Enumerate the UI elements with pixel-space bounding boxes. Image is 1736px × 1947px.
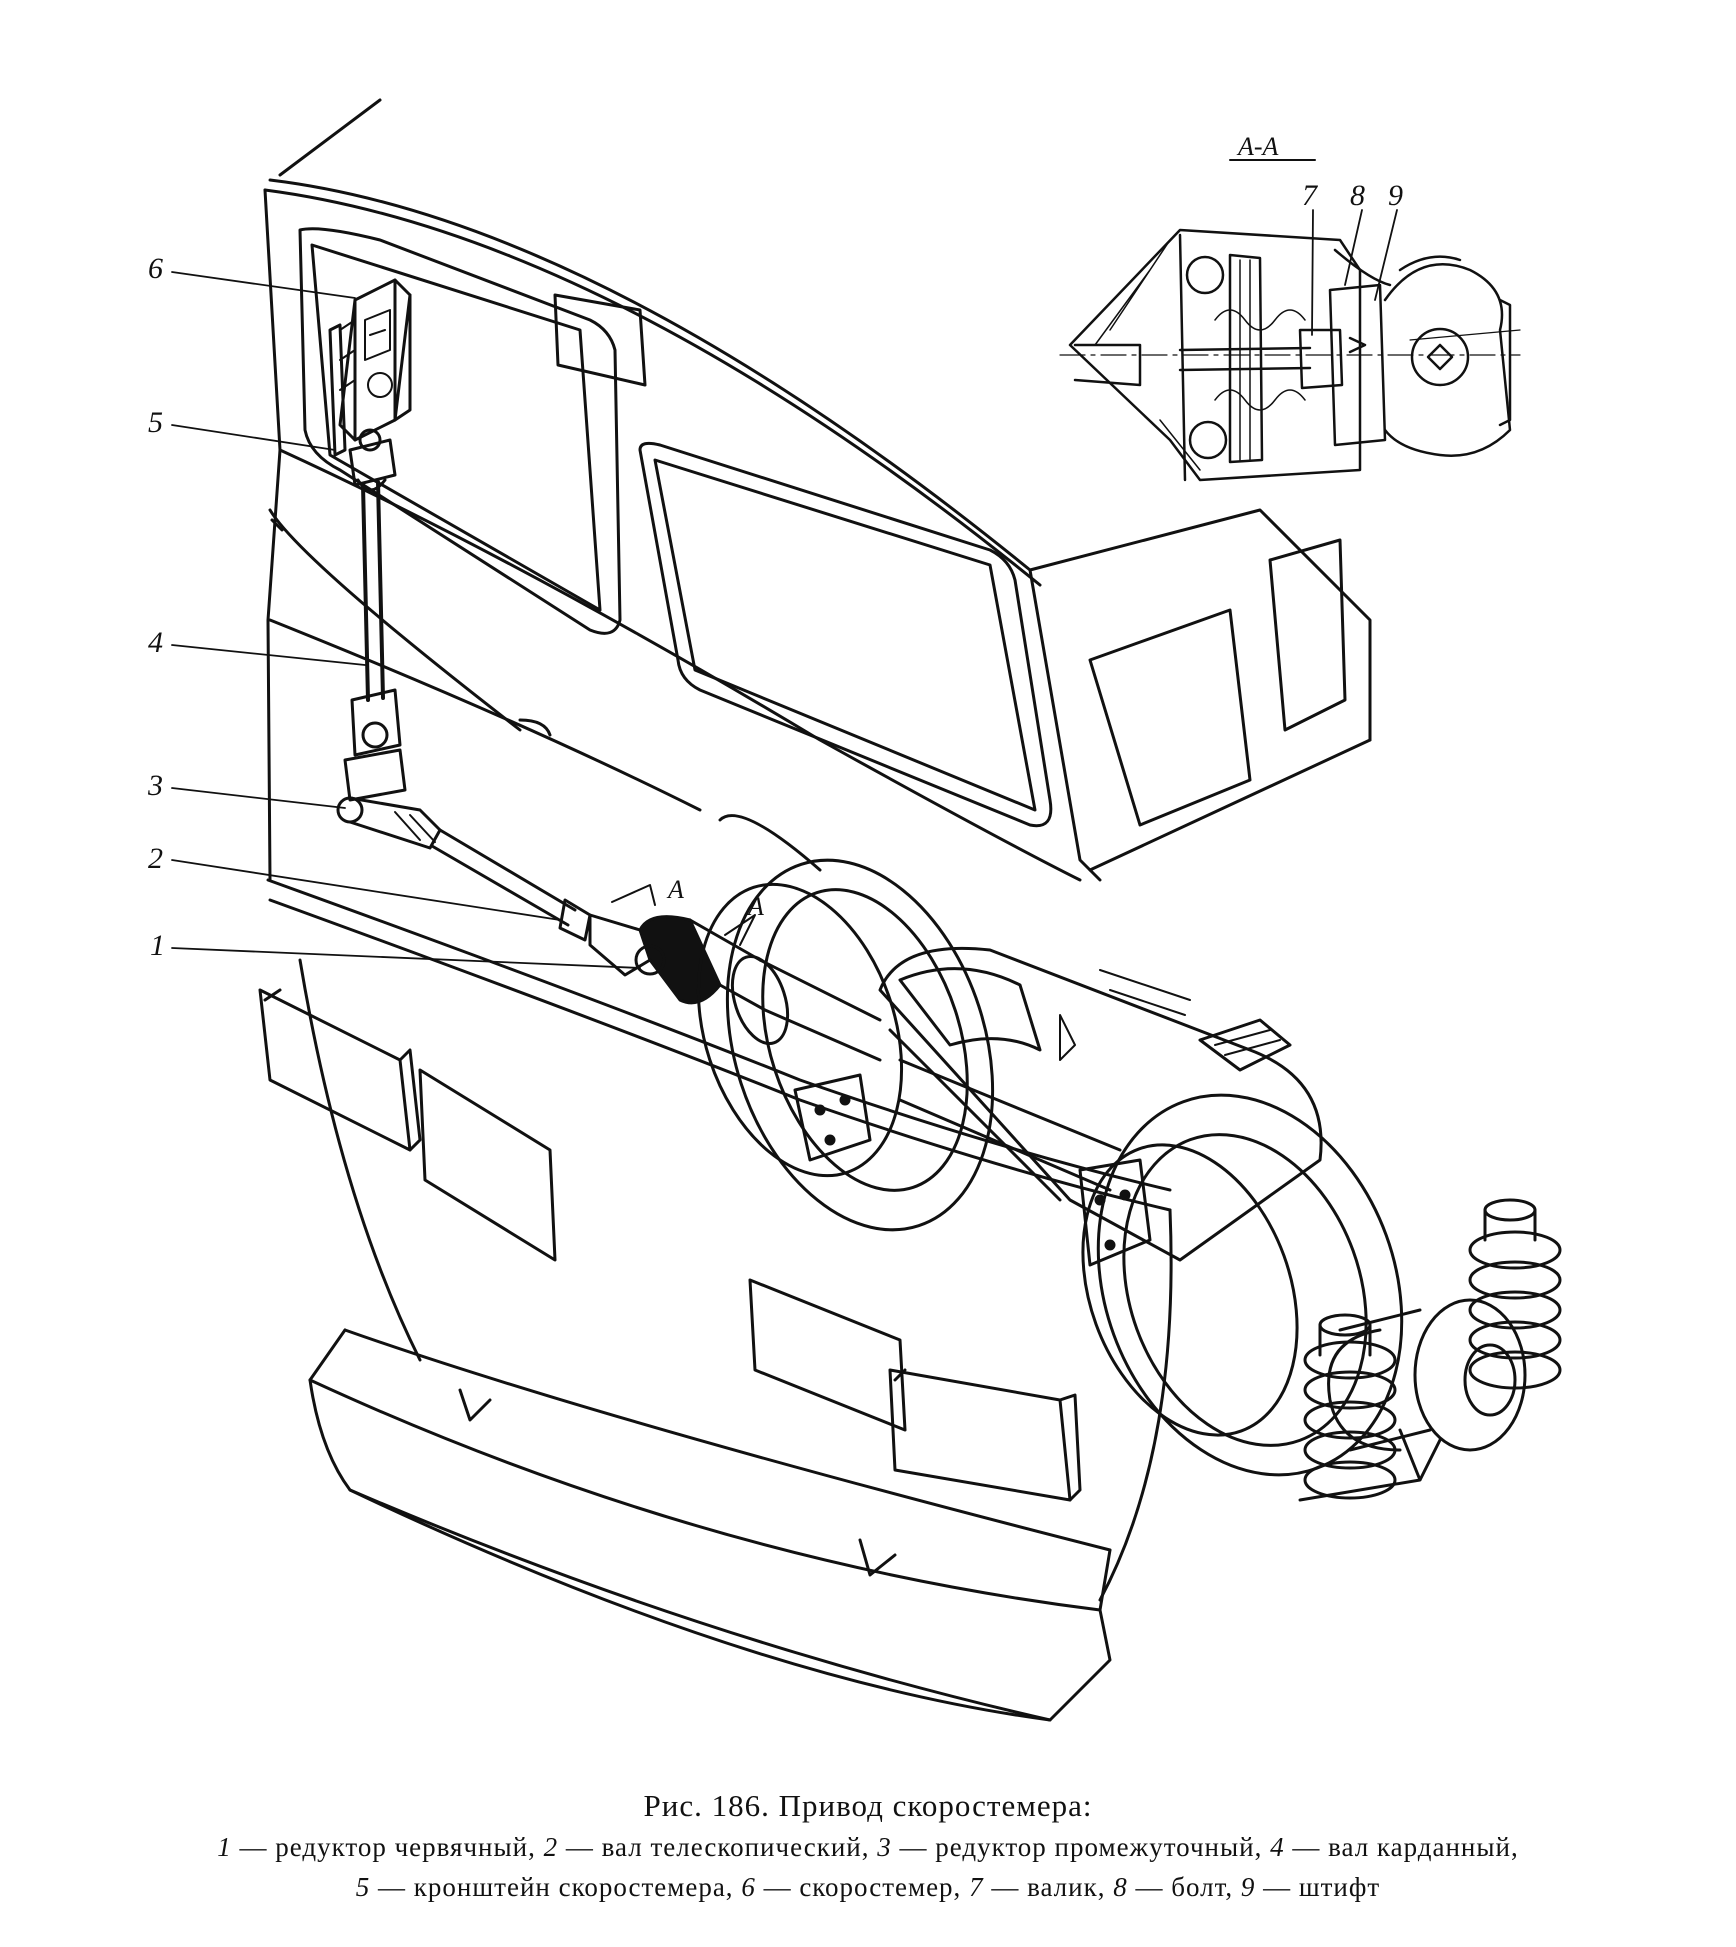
legend-number: 1 xyxy=(217,1832,232,1862)
legend-number: 7 xyxy=(969,1872,984,1902)
legend-number: 8 xyxy=(1113,1872,1128,1902)
speedometer-drive-chain xyxy=(328,278,767,1012)
figure-legend-line-2: 5 — кронштейн скоростемера, 6 — скоросте… xyxy=(0,1872,1736,1903)
callout-2: 2 xyxy=(148,842,163,875)
locomotive-cab xyxy=(258,98,1372,1722)
callout-8: 8 xyxy=(1350,179,1365,212)
legend-description: — валик, xyxy=(983,1872,1114,1902)
legend-number: 2 xyxy=(543,1832,559,1862)
spring-right xyxy=(1468,1198,1562,1390)
legend-number: 9 xyxy=(1240,1872,1256,1902)
callout-1: 1 xyxy=(150,929,165,962)
callout-3: 3 xyxy=(147,769,163,802)
figure-legend-line-1: 1 — редуктор червячный, 2 — вал телескоп… xyxy=(0,1832,1736,1863)
cut-mark-a-right: A xyxy=(746,892,764,921)
legend-number: 4 xyxy=(1270,1832,1285,1862)
legend-description: — болт, xyxy=(1127,1872,1241,1902)
callout-5: 5 xyxy=(148,406,163,439)
legend-number: 5 xyxy=(355,1872,371,1902)
legend-description: — вал телескопический, xyxy=(558,1832,878,1862)
leader-lines xyxy=(171,209,1398,969)
legend-description: — редуктор червячный, xyxy=(231,1832,544,1862)
section-a-a-detail xyxy=(1059,159,1521,482)
legend-number: 3 xyxy=(877,1832,892,1862)
cut-mark-a-left: A xyxy=(666,875,684,904)
wheelset-assembly xyxy=(696,858,1562,1502)
section-label: А-А xyxy=(1236,132,1279,161)
legend-number: 6 xyxy=(741,1872,756,1902)
callout-6: 6 xyxy=(148,252,163,285)
callout-7: 7 xyxy=(1302,179,1319,212)
legend-description: — штифт xyxy=(1255,1872,1381,1902)
legend-description: — вал карданный, xyxy=(1284,1832,1519,1862)
callout-9: 9 xyxy=(1388,179,1403,212)
legend-description: — скоростемер, xyxy=(755,1872,970,1902)
legend-description: — кронштейн скоростемера, xyxy=(370,1872,742,1902)
figure-caption-title: Рис. 186. Привод скоростемера: xyxy=(643,1788,1093,1823)
callout-4: 4 xyxy=(148,626,163,659)
spring-left xyxy=(1303,1313,1397,1500)
legend-description: — редуктор промежуточный, xyxy=(891,1832,1271,1862)
callout-labels: 6 5 4 3 2 1 7 8 9 А-А A A xyxy=(147,132,1403,962)
